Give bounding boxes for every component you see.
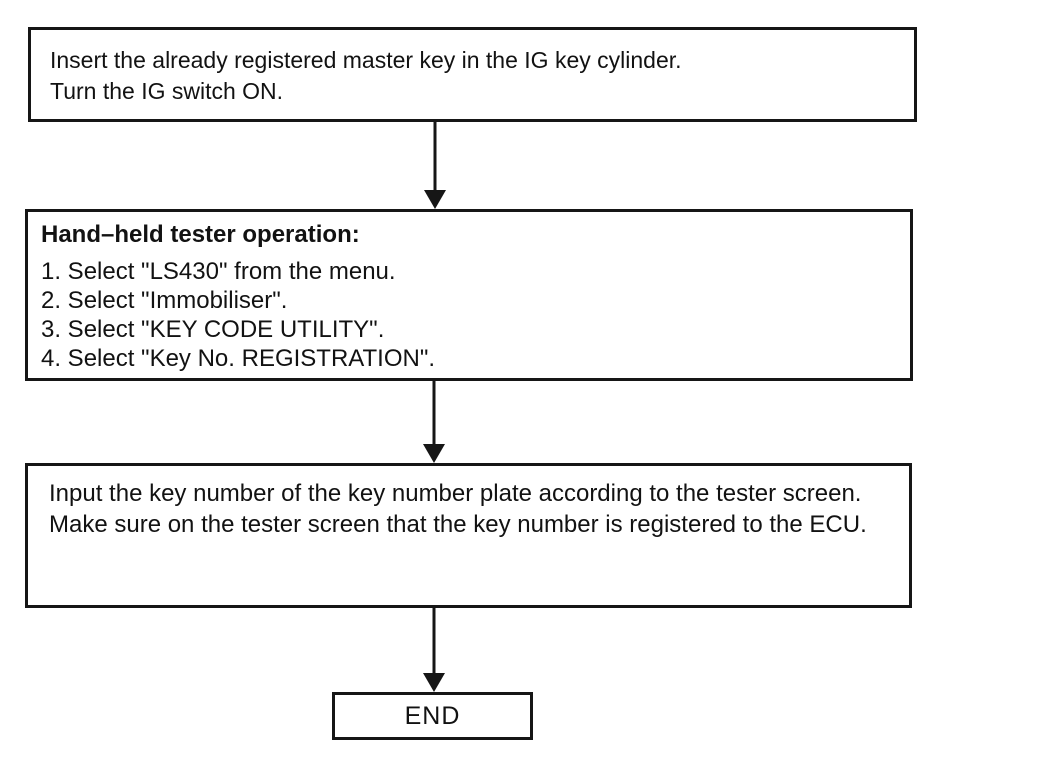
flow-arrow-1 [424, 122, 446, 209]
arrow-shaft [432, 381, 436, 458]
step-list-item: 3. Select "KEY CODE UTILITY". [41, 316, 385, 343]
arrow-shaft [433, 122, 437, 204]
flow-arrow-2 [423, 381, 445, 463]
end-label: END [404, 701, 461, 730]
end-terminator: END [332, 692, 533, 740]
arrow-down-icon [423, 444, 445, 463]
step-list-item: 2. Select "Immobiliser". [41, 287, 288, 314]
step-box-input-key-number: Input the key number of the key number p… [25, 463, 912, 608]
arrow-shaft [432, 608, 436, 687]
step-text-line: Input the key number of the key number p… [49, 480, 862, 507]
step-box-insert-key: Insert the already registered master key… [28, 27, 917, 122]
arrow-down-icon [424, 190, 446, 209]
step-text-line: Insert the already registered master key… [50, 47, 682, 73]
step-list-item: 4. Select "Key No. REGISTRATION". [41, 345, 436, 372]
step-text-line: Turn the IG switch ON. [50, 78, 284, 104]
step-box-tester-operation: Hand–held tester operation: 1. Select "L… [25, 209, 913, 381]
step-heading: Hand–held tester operation: [41, 221, 360, 248]
step-text-line: Make sure on the tester screen that the … [49, 511, 867, 538]
flow-arrow-3 [423, 608, 445, 692]
step-list-item: 1. Select "LS430" from the menu. [41, 258, 396, 285]
arrow-down-icon [423, 673, 445, 692]
step-list: 1. Select "LS430" from the menu. 2. Sele… [41, 257, 890, 373]
